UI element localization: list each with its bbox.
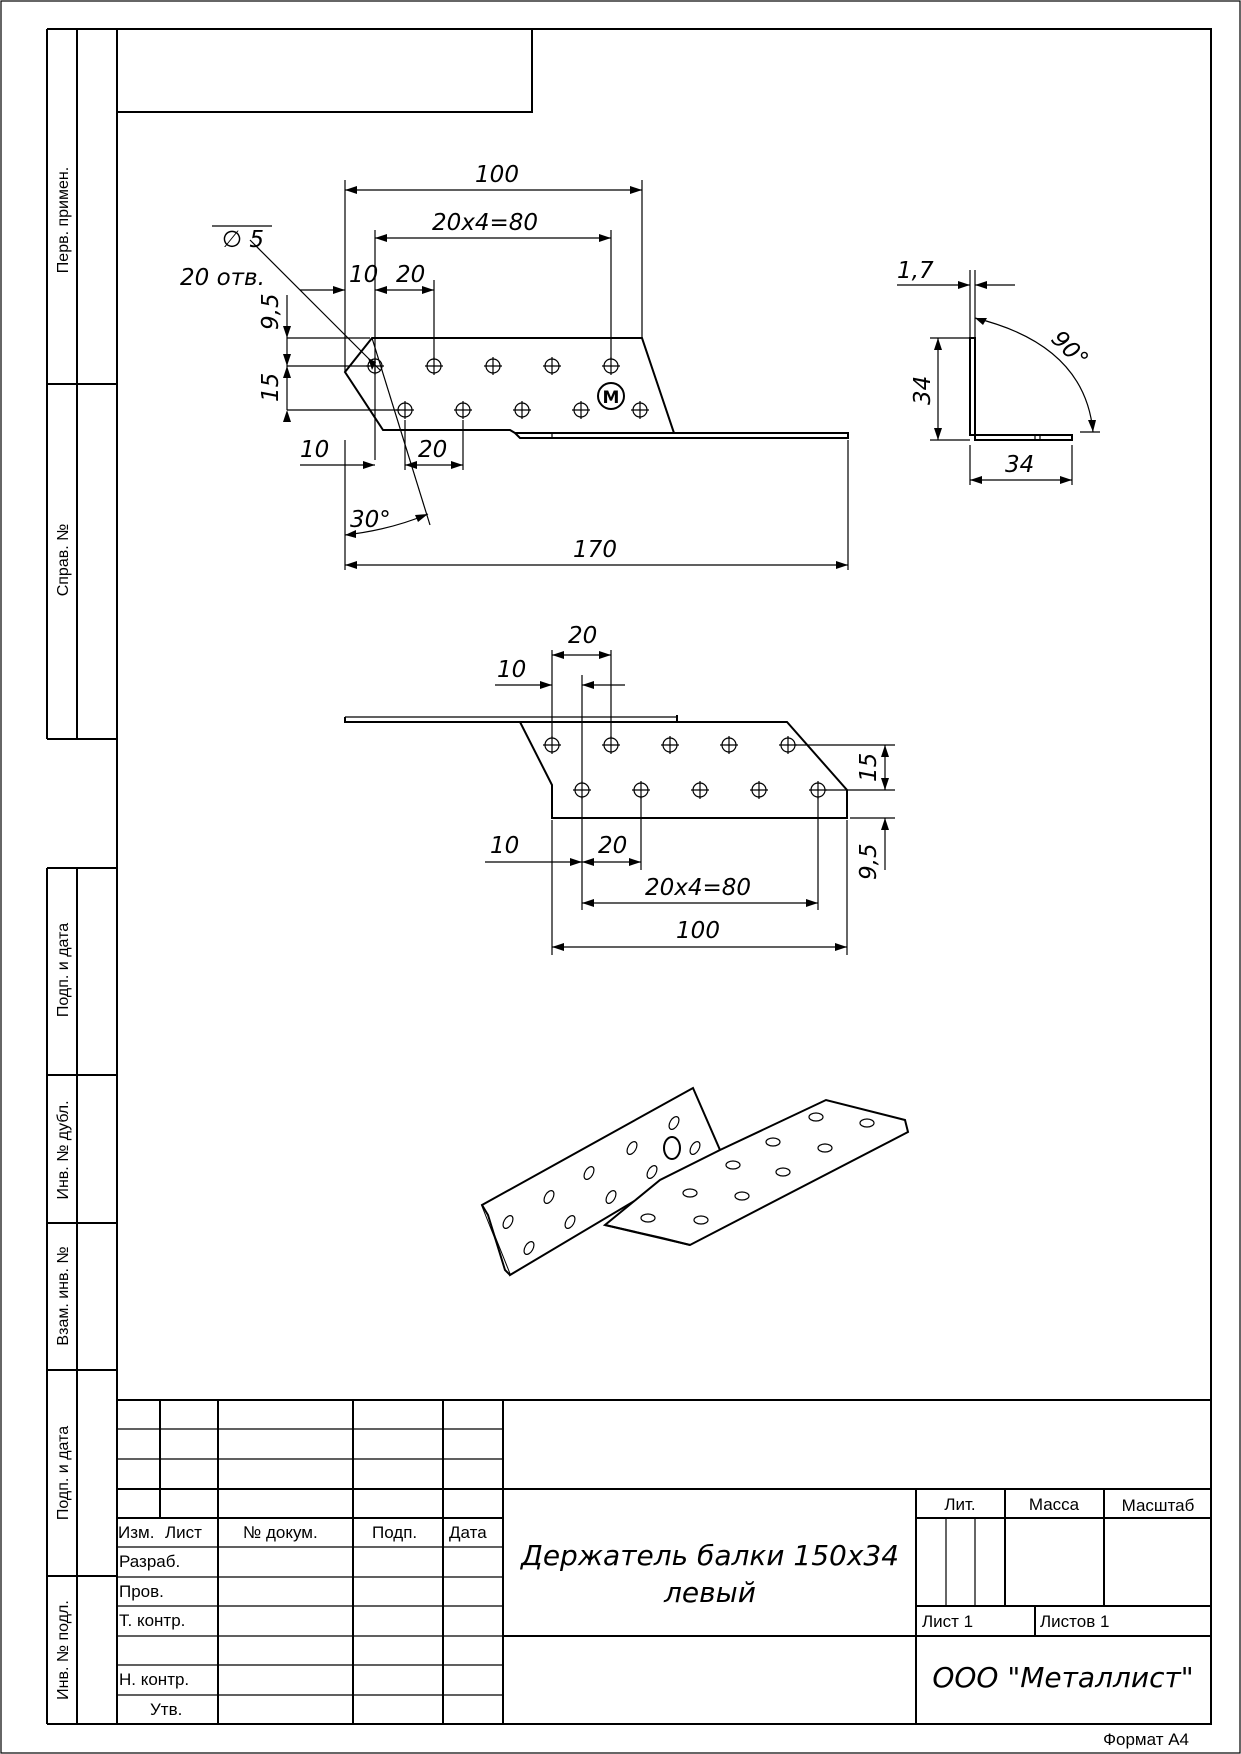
col-doc-number: № докум. — [243, 1523, 318, 1542]
bottom-view-holes — [543, 736, 827, 799]
dim-34-vertical: 34 — [910, 376, 936, 405]
logo-m-mark-iso — [663, 1136, 681, 1160]
col-data: Дата — [449, 1523, 487, 1542]
title-block — [117, 1399, 1211, 1724]
sheet-total: Листов 1 — [1040, 1612, 1109, 1631]
hole-count-label: 20 отв. — [180, 265, 265, 291]
dim-15-bottom-view: 15 — [856, 753, 882, 782]
top-view-arrowheads — [283, 186, 848, 569]
dim-100-top: 100 — [475, 162, 519, 188]
top-view-plate-outline — [343, 337, 676, 434]
angle-90-label: 90° — [1046, 326, 1093, 373]
format-label: Формат А4 — [1103, 1730, 1189, 1749]
header-lit: Лит. — [944, 1495, 975, 1514]
dim-10-top: 10 — [349, 262, 378, 288]
header-massa: Масса — [1029, 1495, 1080, 1514]
logo-m-mark-top — [597, 382, 625, 410]
label-perv-primen: Перв. примен. — [55, 167, 72, 273]
label-podp-data-1: Подп. и дата — [55, 923, 72, 1017]
dim-10-bottom-view-bottom: 10 — [490, 833, 519, 859]
top-view: M — [180, 162, 849, 570]
row-tkontr: Т. контр. — [119, 1611, 185, 1630]
hole-diameter-label: ∅ 5 — [222, 227, 264, 253]
dim-10-bottom-view-top: 10 — [497, 657, 526, 683]
dim-20-top: 20 — [396, 262, 425, 288]
dim-10-bottom-top: 10 — [300, 437, 329, 463]
drawing-title-line2: левый — [663, 1576, 756, 1609]
dim-20-bottom-view-bottom: 20 — [598, 833, 627, 859]
label-sprav-no: Справ. № — [55, 524, 72, 597]
dim-100-bottom-view: 100 — [676, 918, 720, 944]
dim-9-5-top: 9,5 — [258, 293, 284, 330]
row-prov: Пров. — [119, 1582, 164, 1601]
top-left-stamp-box — [116, 28, 533, 113]
isometric-holes — [502, 1112, 875, 1255]
dim-20-bottom-top: 20 — [418, 437, 447, 463]
row-nkontr: Н. контр. — [119, 1670, 189, 1689]
logo-m-text-top: M — [603, 388, 620, 408]
dim-34-horizontal: 34 — [1005, 452, 1034, 478]
col-list: Лист — [165, 1523, 202, 1542]
side-view: 1,7 90° 34 34 — [897, 258, 1100, 485]
dim-20-bottom-view-top: 20 — [568, 623, 597, 649]
label-podp-data-2: Подп. и дата — [55, 1426, 72, 1520]
left-margin-strip — [46, 28, 117, 1725]
dim-80-bottom-view: 20x4=80 — [645, 875, 751, 901]
header-masshtab: Масштаб — [1122, 1496, 1195, 1515]
row-utv: Утв. — [150, 1700, 182, 1719]
col-podp: Подп. — [372, 1523, 417, 1542]
label-vzam-inv: Взам. инв. № — [55, 1246, 72, 1345]
dim-15-top: 15 — [258, 373, 284, 402]
isometric-view — [480, 1086, 910, 1277]
label-inv-podl: Инв. № подл. — [55, 1600, 72, 1700]
col-izm: Изм. — [118, 1523, 154, 1542]
sheet-number: Лист 1 — [922, 1612, 973, 1631]
dim-80-top: 20x4=80 — [432, 210, 538, 236]
dim-1-7: 1,7 — [897, 258, 934, 284]
angle-30-label: 30° — [350, 507, 391, 533]
drawing-frame — [116, 28, 1212, 1725]
dim-9-5-bottom-view: 9,5 — [856, 843, 882, 880]
row-razrab: Разраб. — [119, 1552, 180, 1571]
dim-170: 170 — [573, 537, 617, 563]
label-inv-dubl: Инв. № дубл. — [55, 1100, 72, 1199]
bottom-view: 20 10 15 9,5 10 20 20x4=80 100 — [344, 623, 895, 955]
drawing-title-line1: Держатель балки 150x34 — [519, 1539, 899, 1572]
company-name: ООО "Металлист" — [932, 1661, 1193, 1694]
